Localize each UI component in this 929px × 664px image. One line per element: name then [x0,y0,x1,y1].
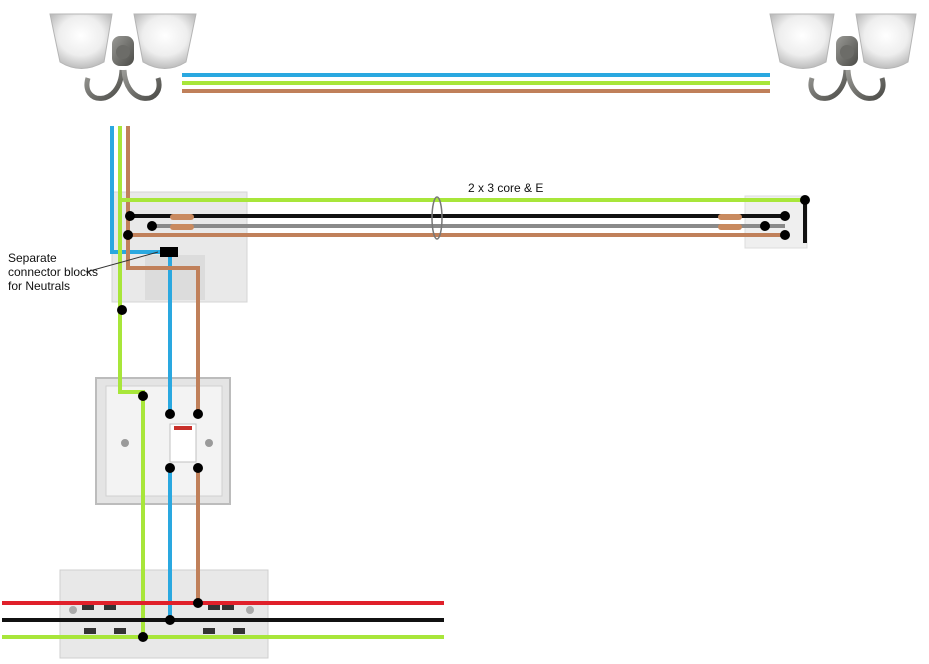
connector-block-neutral [145,255,205,300]
neutral-note: Separate connector blocks for Neutrals [8,251,118,293]
cable-label: 2 x 3 core & E [468,181,544,195]
light-switch [95,377,231,505]
ring-main-wires [2,601,444,639]
terminals [117,195,810,642]
switch-rocker [169,423,197,463]
light-drop-wires [110,126,162,305]
neutral-note-line-2: connector blocks [8,265,99,279]
neutral-note-line-3: for Neutrals [8,279,71,293]
cable-two-way-run [120,196,807,243]
switch-drop-wires [118,240,200,637]
annotation-arrow [85,251,159,273]
wall-light-left [49,13,197,101]
cable-lights-link [182,73,770,93]
wall-light-right [769,13,917,101]
junction-box-right [744,195,808,249]
socket-outlet [59,569,269,659]
neutral-note-line-1: Separate [8,251,57,265]
